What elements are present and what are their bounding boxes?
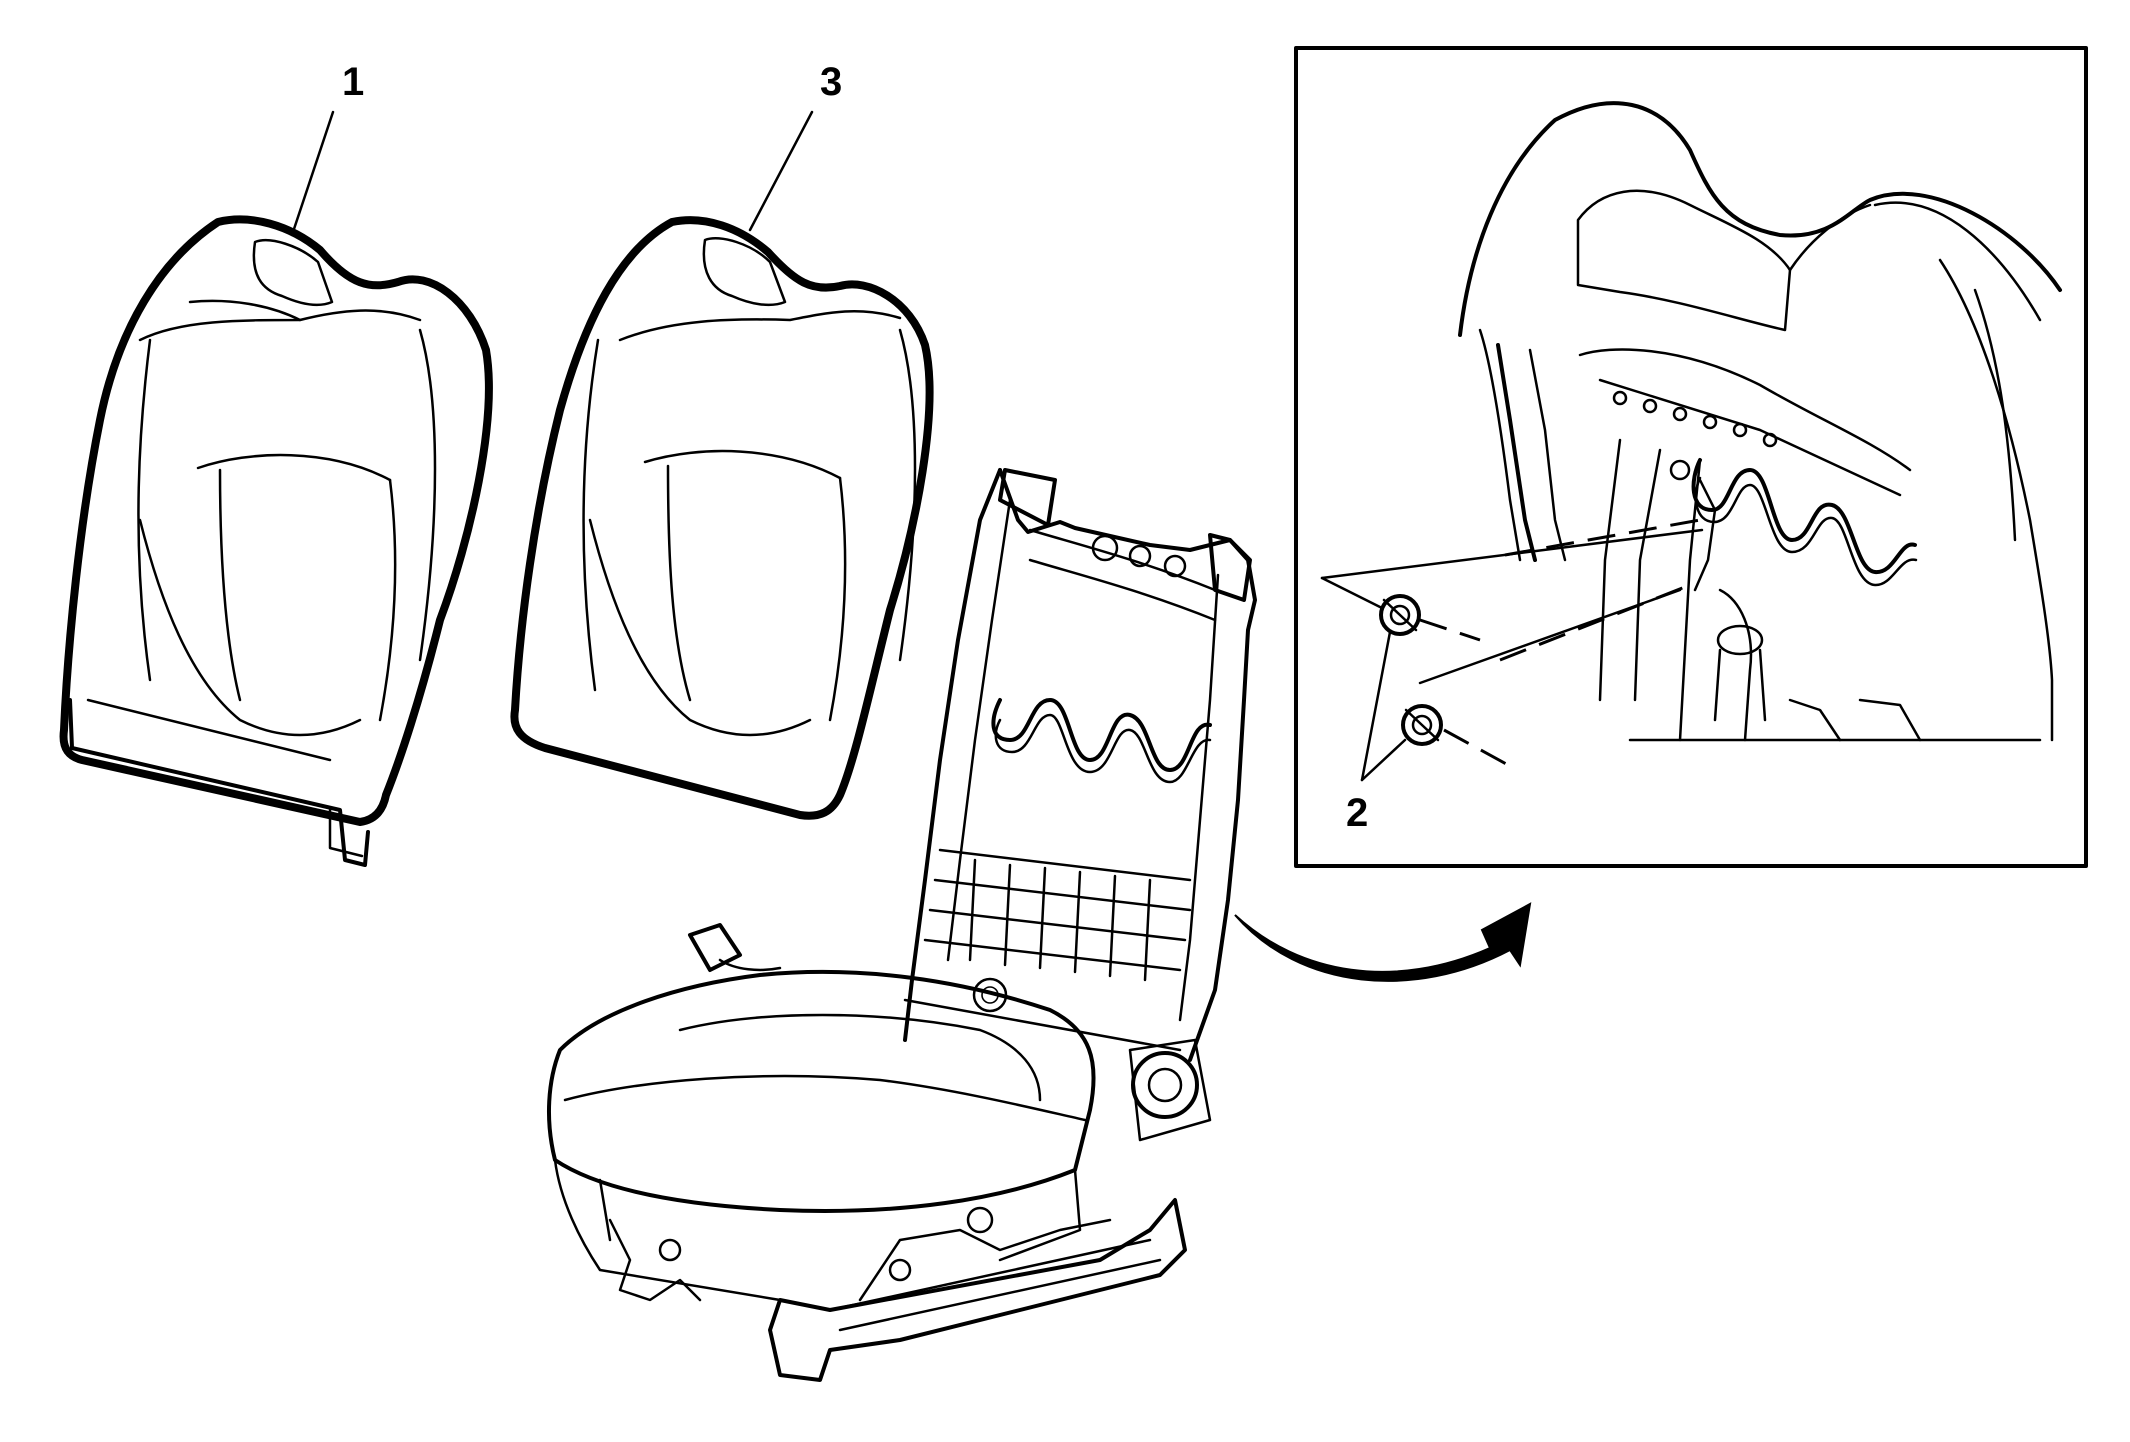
leader-line-2b <box>1360 738 1407 782</box>
callout-label-1: 1 <box>342 60 364 104</box>
detail-inset <box>1294 46 2088 868</box>
leader-line-2a <box>1360 630 1392 782</box>
callout-label-3: 3 <box>820 60 842 104</box>
seat-back-cover-3 <box>510 216 934 820</box>
fastener-axis-upper <box>1419 618 1481 642</box>
leader-line-1 <box>290 110 335 237</box>
leader-line-3 <box>748 110 814 232</box>
curved-arrow-icon <box>1234 902 1532 982</box>
nut-fastener-upper <box>1379 594 1421 636</box>
seat-back-cover-1 <box>59 215 493 867</box>
callout-label-2: 2 <box>1346 791 1368 835</box>
projection-line-upper-short <box>1320 576 1384 610</box>
nut-fastener-lower <box>1401 704 1443 746</box>
detail-inset-frame <box>1294 46 2088 868</box>
fastener-axis-lower <box>1443 728 1511 768</box>
seat-frame-assembly <box>547 468 1257 1382</box>
